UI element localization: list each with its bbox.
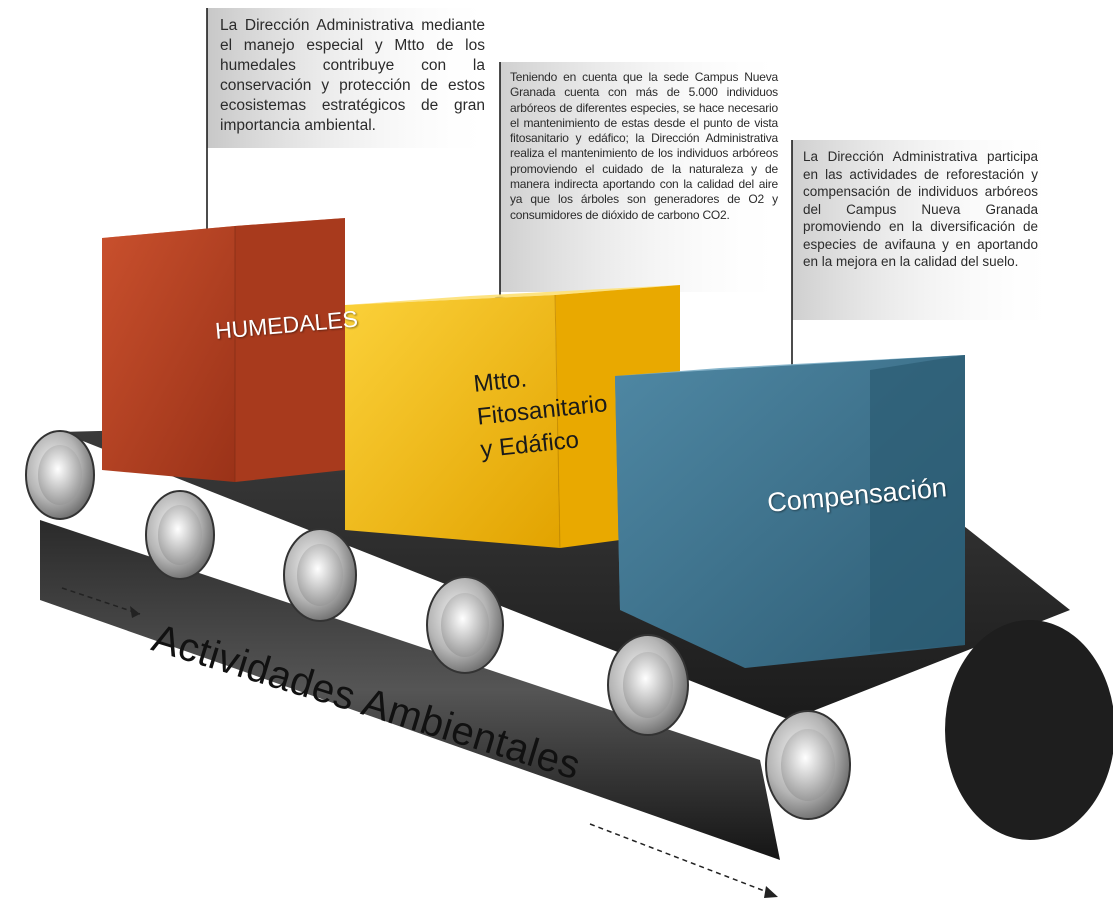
box-humedales [102,218,345,482]
callout-panel-humedales [207,8,497,148]
callout-text-humedales: La Dirección Administrativa mediante el … [220,17,485,134]
callout-panel-mantenimiento [500,62,790,292]
flow-arrow-right [589,823,778,898]
callout-text-compensacion: La Dirección Administrativa participa en… [803,149,1038,269]
belt-end [945,620,1113,840]
callout-panel-compensacion [792,140,1062,320]
roller-hub [38,445,82,505]
roller-hub [781,729,835,801]
roller-hub [441,593,489,657]
flow-arrow-left [61,587,141,618]
box-label-mantenimiento: Mtto. Fitosanitario y Edáfico [472,354,612,466]
box-compensacion [615,355,965,668]
roller-hub [158,505,202,565]
belt-side [40,520,780,860]
rollers [25,430,851,820]
roller-hub [297,544,343,606]
callout-text-mantenimiento: Teniendo en cuenta que la sede Campus Nu… [510,70,778,222]
roller-hub [623,652,673,718]
